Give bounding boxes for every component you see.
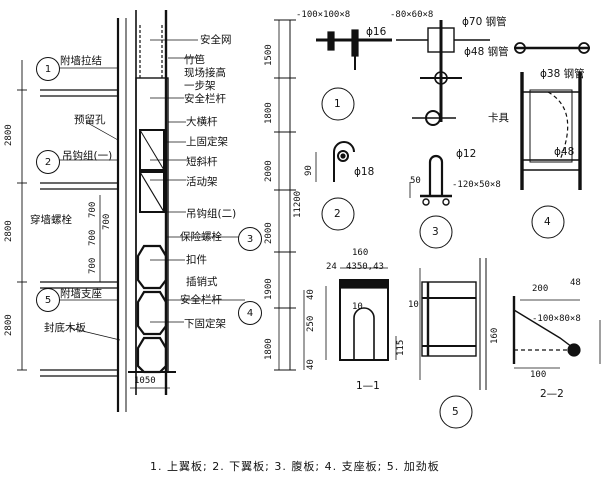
label-phi16: ϕ16	[366, 26, 387, 38]
marker-circle-4: 4	[238, 301, 262, 325]
dim-10a: 10	[352, 302, 363, 312]
section-number-4: 4	[544, 216, 551, 228]
label-pipe48: ϕ48 钢管	[464, 46, 509, 58]
lower-bay-1	[136, 244, 168, 290]
marker-circle-1: 1	[36, 57, 60, 81]
label-plate-80x60: -80×60×8	[390, 10, 434, 20]
upper-bay-2	[139, 171, 165, 213]
dim-160: 160	[352, 248, 369, 258]
dim-left-700-a: 700	[88, 201, 98, 218]
dim-48: 48	[570, 278, 581, 288]
lower-bay-2	[136, 290, 168, 336]
label-phi48: ϕ48	[554, 146, 575, 158]
section-number-1: 1	[334, 98, 341, 110]
dim-left-2800-b: 2800	[4, 220, 14, 242]
label-safety-rail-top: 安全栏杆	[184, 93, 226, 105]
label-lower-fixed: 下固定架	[184, 318, 226, 330]
label-safety-bolt: 保险螺栓	[180, 231, 222, 243]
label-bamboo: 竹笆	[184, 54, 205, 66]
detail5-circle	[439, 395, 473, 429]
label-plate-100x100: -100×100×8	[296, 10, 351, 20]
label-plate-100x80: -100×80×8	[532, 314, 581, 324]
dim-90: 90	[304, 165, 314, 176]
section-number-3: 3	[432, 226, 439, 238]
detail4-circle	[531, 205, 565, 239]
label-raise: 现场接高	[184, 67, 226, 79]
caption: 1. 上翼板; 2. 下翼板; 3. 腹板; 4. 支座板; 5. 加劲板	[150, 460, 440, 473]
label-phi12: ϕ12	[456, 148, 477, 160]
label-plate-120: -120×50×8	[452, 180, 501, 190]
detail3-ubolt	[428, 154, 444, 196]
dim-10b: 10	[408, 300, 419, 310]
dim-mid-11200: 11200	[293, 190, 303, 218]
dim-left-700-b: 700	[88, 229, 98, 246]
detail3-circle	[419, 215, 453, 249]
label-safety-net: 安全网	[200, 34, 232, 46]
dim-mid-2000-a: 2000	[264, 160, 274, 182]
detail5-outline	[421, 281, 477, 357]
label-hook-group-2: 吊钩组(二)	[186, 208, 237, 220]
detail4-box	[529, 89, 573, 163]
label-section-22: 2—2	[540, 388, 564, 400]
label-movable-frame: 活动架	[186, 176, 218, 188]
dim-160b: 160	[490, 327, 500, 344]
label-pipe70: ϕ70 钢管	[462, 16, 507, 28]
label-phi18: ϕ18	[354, 166, 375, 178]
dim-250: 250	[306, 315, 316, 332]
label-pipe38: ϕ38 钢管	[540, 68, 585, 80]
dim-mid-1500: 1500	[264, 44, 274, 66]
dim-mid-1800-b: 1800	[264, 338, 274, 360]
label-wall-tie: 附墙拉结	[60, 55, 102, 67]
label-hook-group-1: 吊钩组(一)	[62, 150, 113, 162]
lower-bay-3	[136, 336, 168, 374]
marker-circle-3: 3	[238, 227, 262, 251]
marker-circle-2: 2	[36, 150, 60, 174]
dim-mid-2000-b: 2000	[264, 222, 274, 244]
dim-200: 200	[532, 284, 549, 294]
label-fastener: 扣件	[186, 254, 207, 266]
dim-1050: 1050	[134, 376, 156, 386]
dim-4335043: 4350,43	[346, 262, 384, 272]
section-number-5: 5	[452, 406, 459, 418]
section11-outline	[339, 279, 389, 361]
label-wall-support: 附墙支座	[60, 288, 102, 300]
dim-left-2800-a: 2800	[4, 124, 14, 146]
marker-circle-5: 5	[36, 288, 60, 312]
detail2-hook	[333, 141, 355, 182]
upper-bay-1	[139, 129, 165, 171]
label-bottom-board: 封底木板	[44, 322, 86, 334]
dim-100: 100	[530, 370, 547, 380]
dim-50: 50	[410, 176, 421, 186]
label-through-wall-bolt: 穿墙螺栓	[30, 214, 72, 226]
detail2-circle	[321, 197, 355, 231]
label-short-brace: 短斜杆	[186, 156, 218, 168]
detail1-plate	[327, 31, 335, 51]
detail1-circle	[321, 87, 355, 121]
label-big-ledger: 大横杆	[186, 116, 218, 128]
label-safety-rail-bottom: 安全栏杆	[180, 294, 222, 306]
label-reserved-hole: 预留孔	[74, 114, 106, 126]
label-plug-pin: 插销式	[186, 276, 218, 288]
dim-115: 115	[396, 339, 406, 356]
dim-left-700-c: 700	[88, 257, 98, 274]
label-section-11: 1—1	[356, 380, 380, 392]
dim-24: 24	[326, 262, 337, 272]
dim-mid-1800-a: 1800	[264, 102, 274, 124]
dim-40b: 40	[306, 359, 316, 370]
dim-left-2800-c: 2800	[4, 314, 14, 336]
section-number-2: 2	[334, 208, 341, 220]
dim-40a: 40	[306, 289, 316, 300]
label-clamp: 卡具	[488, 112, 509, 124]
label-upper-fixed: 上固定架	[186, 136, 228, 148]
dim-mid-1900: 1900	[264, 278, 274, 300]
dim-left-700-d: 700	[102, 213, 112, 230]
label-one-step: 一步架	[184, 80, 216, 92]
